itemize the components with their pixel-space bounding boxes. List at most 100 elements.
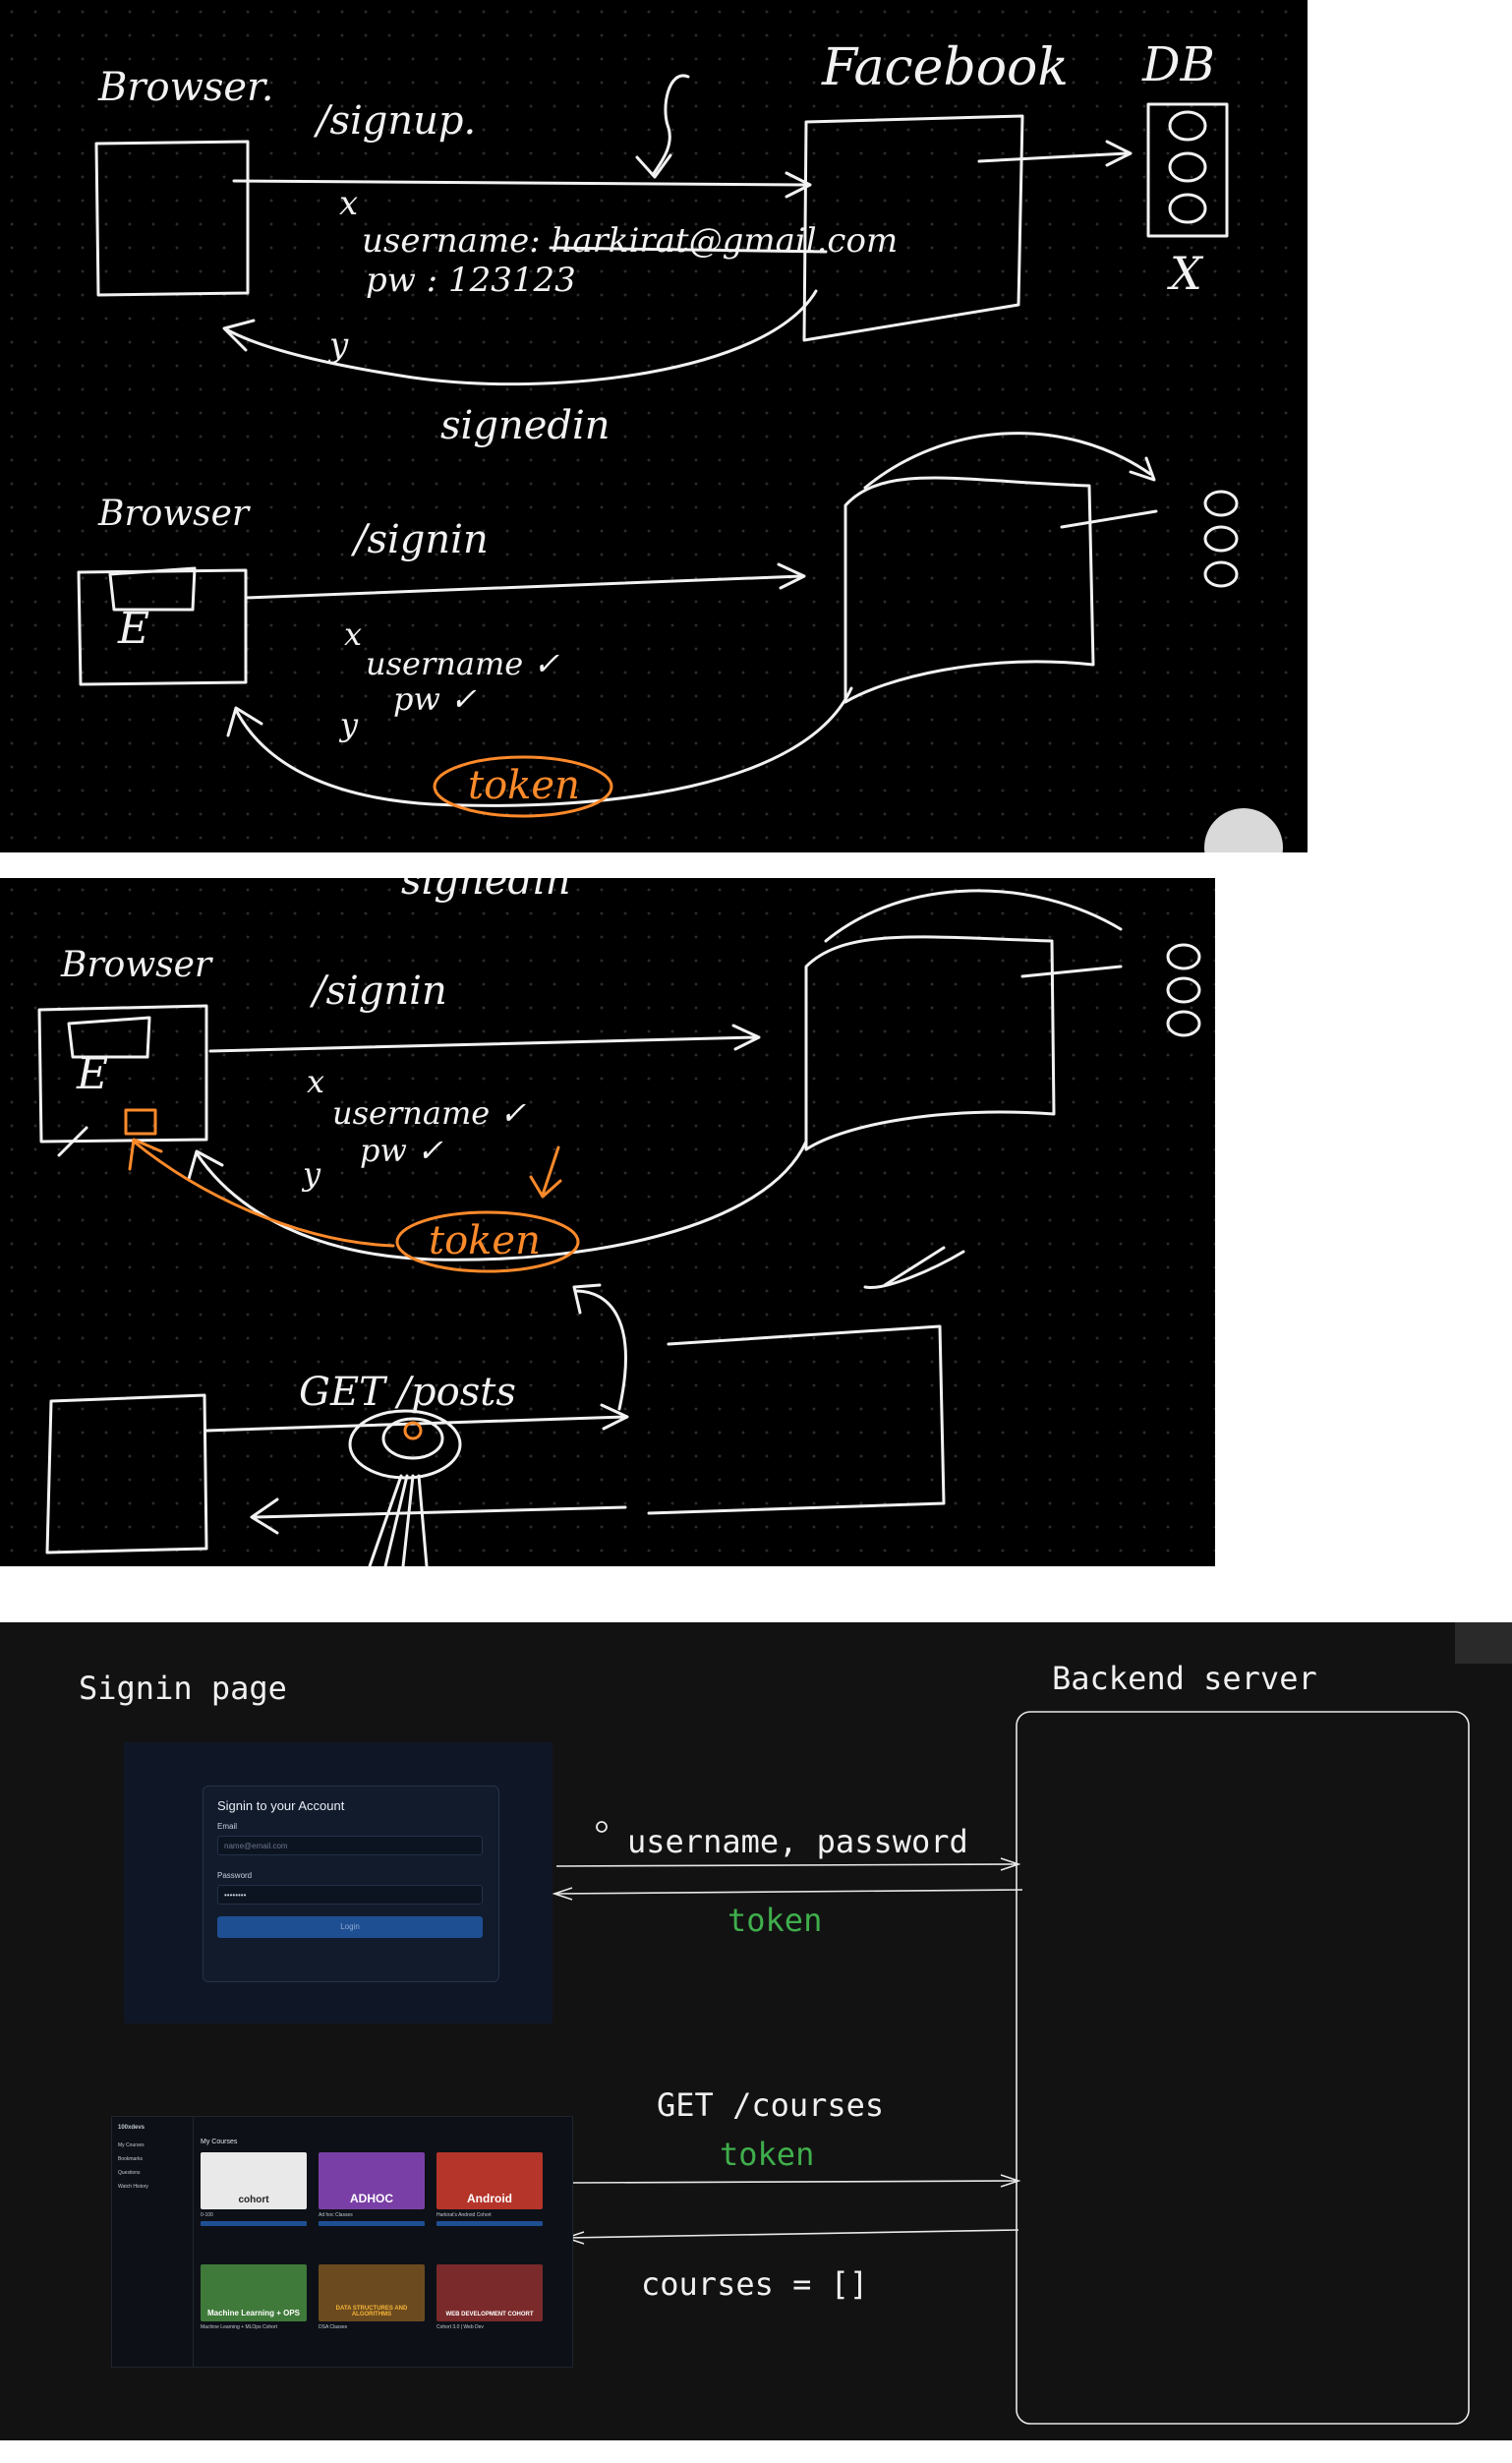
course-card[interactable]: cohort 0-100 — [201, 2152, 307, 2226]
password-line-2: pw ✓ — [360, 1132, 443, 1169]
password-line: pw : 123123 — [366, 261, 576, 300]
sidebar-item-questions[interactable]: Questions — [118, 2170, 141, 2176]
browser-inner-doc-2 — [67, 1016, 151, 1059]
token-pointer-head — [529, 1175, 562, 1199]
token-return-arrowhead — [572, 1283, 602, 1315]
corner-avatar — [1455, 1622, 1512, 1664]
course-card[interactable]: ADHOC Ad hoc Classes — [319, 2152, 425, 2226]
backend-server-box — [1016, 1711, 1470, 2425]
course-card[interactable]: WEB DEVELOPMENT COHORT Cohort 3.0 | Web … — [436, 2264, 543, 2337]
browser-label-3: Browser — [60, 945, 213, 985]
token-lens-rays — [368, 1474, 429, 1566]
signin-server-box — [843, 476, 1095, 704]
signin-response-arrow-2 — [195, 1140, 808, 1261]
request-arrowhead — [785, 171, 812, 199]
courses-sidebar: 100xdevs My Courses Bookmarks Questions … — [112, 2117, 194, 2367]
panel3-drawing: Signin page Backend server username, pas… — [79, 1622, 1512, 2425]
signin-route-label: /signin — [350, 517, 489, 562]
courses-page-screenshot: 100xdevs My Courses Bookmarks Questions … — [111, 2116, 573, 2368]
check-stroke-1 — [883, 1246, 946, 1287]
signin-request-arrow — [244, 574, 804, 600]
pointer-arrowhead — [635, 153, 672, 179]
check-stroke-2 — [863, 1250, 965, 1289]
signin-response-arrowhead-2 — [187, 1149, 224, 1181]
course-thumbnail: Machine Learning + OPS — [201, 2264, 307, 2321]
token-pointer — [541, 1145, 560, 1197]
token-circle — [433, 755, 613, 818]
view-content-button[interactable] — [319, 2221, 425, 2226]
db-arrow-2 — [1020, 965, 1123, 978]
brand-label: 100xdevs — [118, 2125, 145, 2131]
db-cylinder — [1146, 102, 1229, 238]
browser-box — [94, 140, 250, 297]
browser-label: Browser. — [97, 65, 273, 110]
token-lens-outer — [348, 1409, 462, 1480]
token-lens-inner — [381, 1417, 444, 1460]
course-name: 0-100 — [201, 2212, 213, 2218]
posts-response-arrowhead — [250, 1497, 279, 1535]
signin-db-arrowhead — [1129, 456, 1156, 482]
signin-db-record-3 — [1203, 560, 1239, 588]
cursor-dot — [596, 1821, 608, 1833]
signin-response-marker: y — [338, 706, 359, 743]
signin-db-record-2 — [1203, 525, 1239, 553]
posts-server-box — [647, 1324, 946, 1515]
request-marker: x — [339, 184, 358, 223]
db-record-1 — [1168, 110, 1207, 142]
browser-label-2: Browser — [97, 494, 251, 534]
response2-arrow — [565, 2229, 1019, 2239]
course-card[interactable]: Machine Learning + OPS Machine Learning … — [201, 2264, 307, 2337]
course-card[interactable]: Android Harkirat's Android Cohort — [436, 2152, 543, 2226]
db-arrow — [977, 151, 1129, 163]
token-return-curve — [574, 1289, 627, 1411]
request-marker-2: x — [307, 1063, 324, 1100]
course-card[interactable]: DATA STRUCTURES AND ALGORITHMS DSA Class… — [319, 2264, 425, 2337]
sidebar-item-watch-history[interactable]: Watch History — [118, 2184, 148, 2190]
db-record-3 — [1168, 193, 1207, 224]
request1-arrow — [555, 1863, 1019, 1867]
request1-label: username, password — [627, 1823, 968, 1860]
signin-page-label: Signin page — [79, 1670, 287, 1707]
sidebar-item-bookmarks[interactable]: Bookmarks — [118, 2156, 144, 2162]
signin-request-marker: x — [344, 616, 362, 653]
db-cross: X — [1167, 247, 1204, 300]
response2-label: courses = [] — [641, 2265, 868, 2303]
signedin-arrowhead — [222, 319, 256, 352]
browser-box-3 — [37, 1004, 208, 1144]
course-name: DSA Classes — [319, 2324, 348, 2330]
whiteboard-panel-token: signedin Browser E /signin x username ✓ … — [0, 878, 1215, 1566]
username-underline — [549, 246, 828, 254]
course-thumbnail: DATA STRUCTURES AND ALGORITHMS — [319, 2264, 425, 2321]
signedin-arrow — [226, 289, 818, 386]
request-arrow — [232, 179, 808, 187]
signin-card: Signin to your Account Email name@email.… — [203, 1786, 499, 1982]
response1-arrowhead — [552, 1887, 573, 1901]
db-record-2-1 — [1166, 943, 1201, 970]
course-thumbnail: ADHOC — [319, 2152, 425, 2209]
sidebar-item-my-courses[interactable]: My Courses — [118, 2142, 145, 2148]
response-marker-2: y — [301, 1155, 321, 1193]
db-record-2 — [1168, 151, 1207, 183]
response-marker: y — [327, 325, 349, 365]
password-field[interactable]: •••••••• — [217, 1885, 483, 1905]
browser-icon-letter-2: E — [76, 1049, 108, 1099]
login-button[interactable]: Login — [217, 1916, 483, 1938]
signin-password-line: pw ✓ — [393, 680, 477, 718]
db-record-2-2 — [1166, 976, 1201, 1004]
course-name: Ad hoc Classes — [319, 2212, 353, 2218]
request2-arrow — [571, 2180, 1019, 2184]
view-content-button[interactable] — [436, 2221, 543, 2226]
signedin-label: signedin — [440, 403, 611, 448]
signin-db-arrow — [1060, 509, 1158, 529]
db-arrowhead — [1105, 140, 1133, 167]
token-label: token — [468, 763, 580, 808]
panel2-drawing: signedin Browser E /signin x username ✓ … — [37, 878, 1201, 1566]
response1-token-label: token — [727, 1902, 822, 1939]
db-label: DB — [1141, 37, 1215, 92]
email-field[interactable]: name@email.com — [217, 1836, 483, 1855]
view-content-button[interactable] — [201, 2221, 307, 2226]
panel1-drawing: Browser. /signup. x username: harkirat@g… — [77, 37, 1283, 852]
request2-arrowhead — [1000, 2174, 1021, 2188]
request1-arrowhead — [1000, 1857, 1021, 1871]
server-box — [802, 114, 1024, 342]
